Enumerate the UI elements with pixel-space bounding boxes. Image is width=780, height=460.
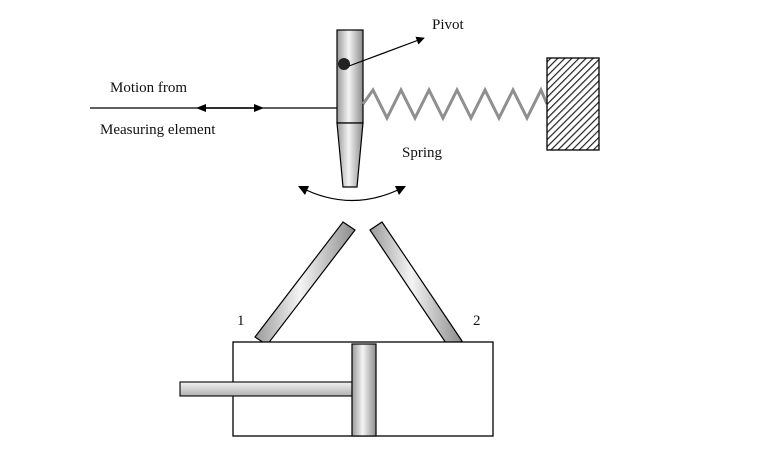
pivot-label: Pivot: [432, 17, 465, 33]
spring: [361, 86, 549, 122]
flapper-taper: [336, 122, 364, 188]
pivot-pointer-arrow: [348, 36, 425, 67]
swing-arc-arrow: [299, 186, 405, 201]
measuring-element-label: Measuring element: [100, 122, 216, 138]
motion-input: [90, 104, 337, 112]
spring-label: Spring: [402, 145, 443, 161]
piston-rod: [179, 381, 353, 397]
nozzle-2: [369, 221, 463, 350]
fixed-wall: [546, 57, 600, 151]
nozzle-1: [254, 221, 356, 346]
flapper: [336, 29, 364, 188]
piston: [351, 343, 377, 437]
motion-from-label: Motion from: [110, 80, 187, 96]
pivot-point-icon: [338, 58, 350, 70]
flapper-upper-body: [336, 29, 364, 124]
nozzle-1-label: 1: [237, 313, 245, 329]
nozzle-2-label: 2: [473, 313, 481, 329]
